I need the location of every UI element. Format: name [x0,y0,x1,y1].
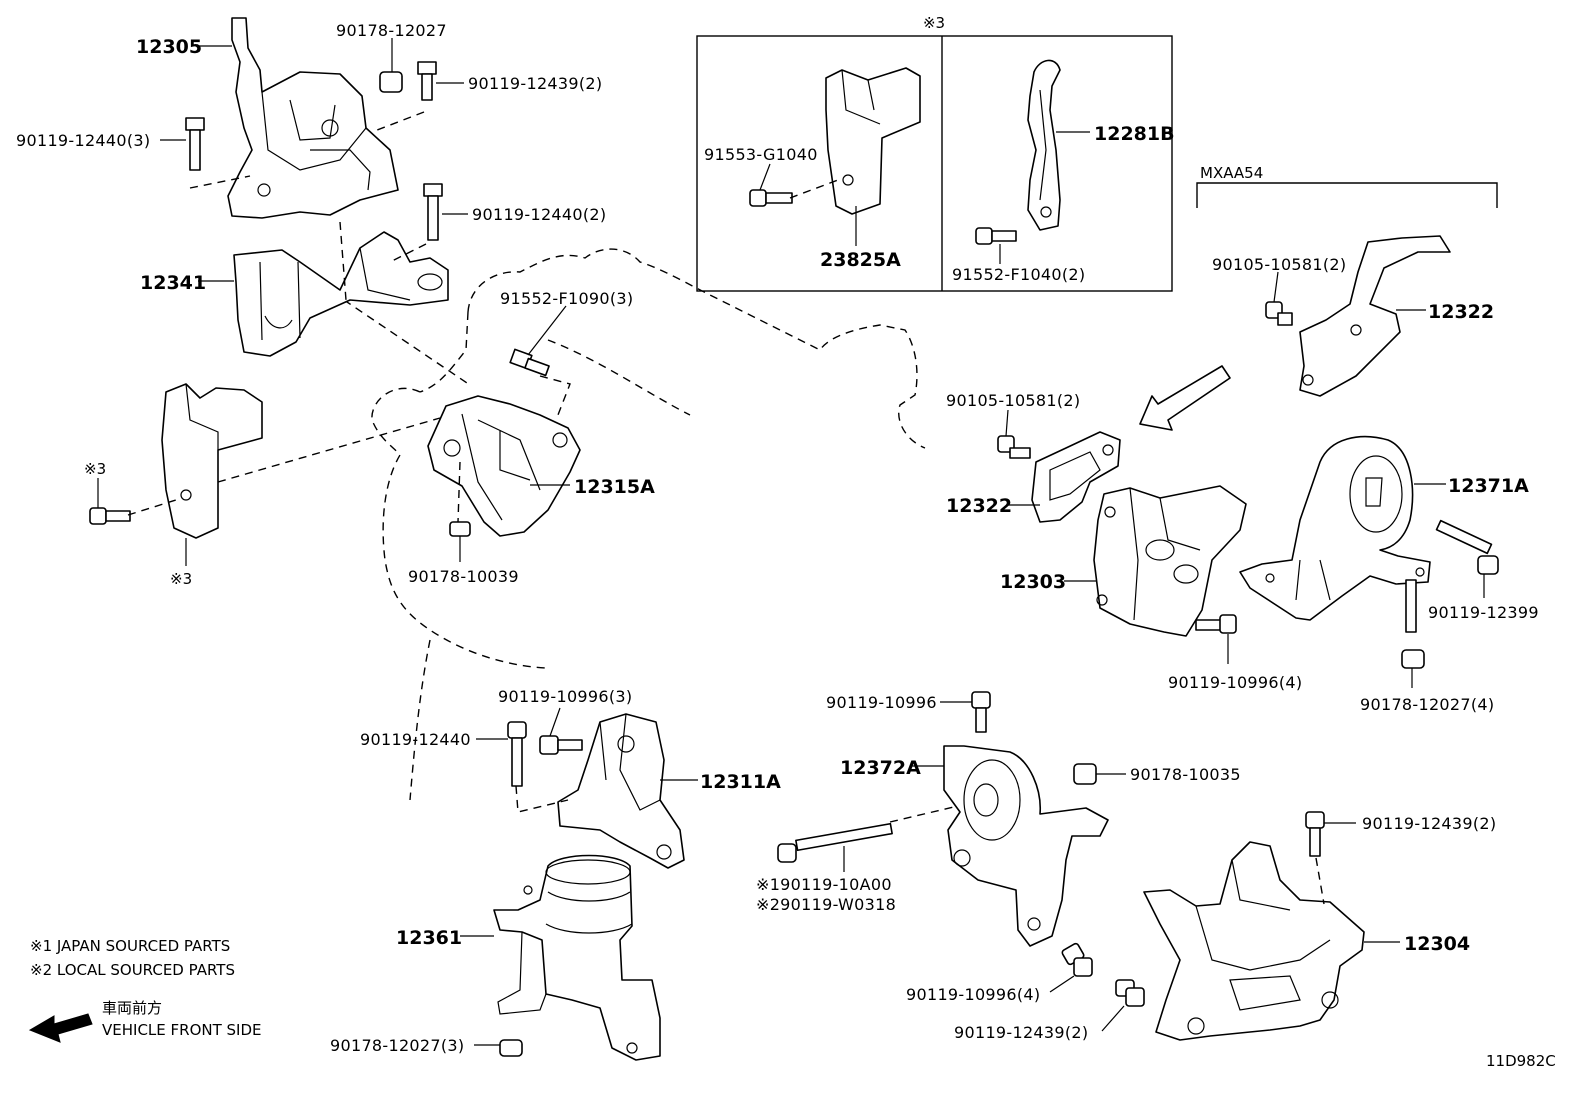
label-90178-12027-3: 90178-12027(3) [330,1036,464,1055]
label-12281B: 12281B [1094,123,1175,145]
label-90178-12027-4: 90178-12027(4) [1360,695,1494,714]
part-12322-bracket-mid [1031,431,1121,523]
label-12371A: 12371A [1448,475,1529,497]
part-12322-bracket-upper [1299,235,1451,397]
label-90119-12440-single: 90119-12440 [360,730,471,749]
variant-label: MXAA54 [1200,164,1263,182]
part-12305-transmission-mount [227,17,399,219]
label-90105-10581-right: 90105-10581(2) [1212,255,1346,274]
label-90178-12027-top: 90178-12027 [336,21,447,40]
engine-outline [343,248,926,801]
legend-note-2: ※2 LOCAL SOURCED PARTS [30,961,235,979]
label-90119-W0318: ※290119-W0318 [756,895,896,914]
label-90119-10996-single: 90119-10996 [826,693,937,712]
label-12315A: 12315A [574,476,655,498]
part-left-bracket [161,383,263,539]
label-12372A: 12372A [840,757,921,779]
part-12341-insulator [233,231,449,357]
label-90119-12439-lower: 90119-12439(2) [1362,814,1496,833]
part-12372A-mount [943,745,1109,947]
figure-code: 11D982C [1486,1052,1556,1070]
section-mark: ※3 [923,14,945,32]
label-12311A: 12311A [700,771,781,793]
part-12281B-hook-bracket [1027,59,1061,231]
part-12315A-bracket [427,395,581,537]
legend-direction-jp: 車両前方 [102,999,162,1017]
label-12322-mid: 12322 [946,495,1012,517]
label-90119-12399: 90119-12399 [1428,603,1539,622]
label-mark3-a: ※3 [84,460,106,478]
part-12361-engine-mount [493,854,661,1061]
label-90178-10035: 90178-10035 [1130,765,1241,784]
label-12303: 12303 [1000,571,1066,593]
label-mark3-b: ※3 [170,570,192,588]
part-23825A-bracket [825,67,921,215]
label-12361: 12361 [396,927,462,949]
front-arrow-icon [28,1013,93,1043]
variant-bracket [1196,182,1498,208]
leader-lines [97,38,1485,1046]
label-12305: 12305 [136,36,202,58]
label-23825A: 23825A [820,249,901,271]
callout-labels: 12305 90178-12027 90119-12439(2) 90119-1… [16,21,1539,1055]
label-90119-10996-3: 90119-10996(3) [498,687,632,706]
label-90105-10581-mid: 90105-10581(2) [946,391,1080,410]
label-12304: 12304 [1404,933,1470,955]
legend-direction-en: VEHICLE FRONT SIDE [102,1021,262,1039]
alignment-lines [127,111,1325,905]
section-box [696,35,1173,292]
label-90119-12439-top: 90119-12439(2) [468,74,602,93]
label-90119-10996-4-lower: 90119-10996(4) [906,985,1040,1004]
label-90119-12439-bottom: 90119-12439(2) [954,1023,1088,1042]
label-12322-right: 12322 [1428,301,1494,323]
legend-note-1: ※1 JAPAN SOURCED PARTS [30,937,230,955]
legend: ※1 JAPAN SOURCED PARTS ※2 LOCAL SOURCED … [28,937,262,1043]
label-91553-G1040: 91553-G1040 [704,145,818,164]
label-91552-F1040: 91552-F1040(2) [952,265,1085,284]
part-12304-bracket [1143,841,1365,1041]
label-90119-12440-2: 90119-12440(2) [472,205,606,224]
fasteners [89,61,1499,1057]
arrow-indicator [1139,365,1231,431]
label-90119-10A00: ※190119-10A00 [756,875,892,894]
part-12311A-bracket [557,713,685,869]
label-90178-10039: 90178-10039 [408,567,519,586]
part-12371A-mount [1239,435,1431,621]
label-90119-12440-3: 90119-12440(3) [16,131,150,150]
part-12303-bracket [1093,485,1247,637]
label-91552-F1090: 91552-F1090(3) [500,289,633,308]
label-90119-10996-4-upper: 90119-10996(4) [1168,673,1302,692]
label-12341: 12341 [140,272,206,294]
